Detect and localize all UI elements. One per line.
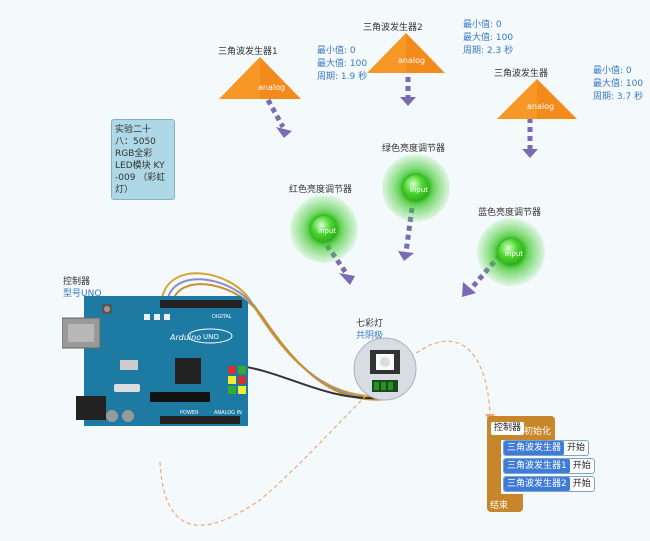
code-row-1-action: 开始 <box>567 443 586 453</box>
code-row-2-action: 开始 <box>572 461 591 471</box>
experiment-note: 实验二十 八：5050 RGB全彩 LED模块 KY -009 （彩虹 灯） <box>111 119 175 200</box>
code-row-3-tag: 三角波发生器2 <box>504 477 570 491</box>
rgb-module-subtitle: 共阴极 <box>356 331 384 341</box>
code-row-2-tag: 三角波发生器1 <box>504 459 570 473</box>
code-row-1-tag: 三角波发生器 <box>504 441 565 455</box>
arduino-board[interactable] <box>62 296 257 431</box>
init-controller-tag: 控制器 <box>491 422 525 435</box>
red-led-label: input <box>318 227 337 235</box>
board-digital: DIGITAL <box>212 314 232 320</box>
init-label: 初始化 <box>524 427 552 437</box>
generator3-max: 最大值: 100 <box>593 79 644 89</box>
generator1-period: 周期: 1.9 秒 <box>317 72 368 82</box>
end-label: 结束 <box>490 501 509 511</box>
red-led-core <box>311 216 337 242</box>
code-row-1[interactable]: 三角波发生器开始 <box>503 440 590 456</box>
generator1-triangle[interactable] <box>219 57 301 99</box>
generator1-max: 最大值: 100 <box>317 59 368 69</box>
green-led-core <box>403 175 429 201</box>
generator1-label: analog <box>258 83 286 92</box>
green-led[interactable] <box>382 154 450 222</box>
generator1-min: 最小值: 0 <box>317 46 356 56</box>
generator3-params: 最小值: 0 最大值: 100 周期: 3.7 秒 <box>593 65 643 104</box>
red-led-title: 红色亮度调节器 <box>289 185 353 195</box>
rgb-module-title: 七彩灯 <box>356 319 384 329</box>
controller-label: 控制器 <box>63 277 91 287</box>
generator3-period: 周期: 3.7 秒 <box>593 92 644 102</box>
blue-led-arrow <box>468 253 502 292</box>
board-model: UNO <box>203 333 219 341</box>
blue-led-title: 蓝色亮度调节器 <box>478 208 542 218</box>
green-led-arrow <box>403 207 415 253</box>
red-led[interactable] <box>290 195 358 263</box>
generator2-title: 三角波发生器2 <box>363 23 423 33</box>
generator2-period: 周期: 2.3 秒 <box>463 46 514 56</box>
generator3-label: analog <box>527 102 555 111</box>
generator3-triangle[interactable] <box>497 79 577 119</box>
green-led-title: 绿色亮度调节器 <box>382 144 446 154</box>
code-row-3-action: 开始 <box>572 479 591 489</box>
blue-led-core <box>498 239 524 265</box>
generator2-label: analog <box>398 56 426 65</box>
board-power: POWER <box>180 410 199 416</box>
generator2-min: 最小值: 0 <box>463 20 502 30</box>
generator3-title: 三角波发生器 <box>494 69 549 79</box>
board-analog: ANALOG IN <box>214 410 242 416</box>
generator2-params: 最小值: 0 最大值: 100 周期: 2.3 秒 <box>463 19 513 58</box>
generator2-max: 最大值: 100 <box>463 33 514 43</box>
generator1-params: 最小值: 0 最大值: 100 周期: 1.9 秒 <box>317 45 367 84</box>
generator2-triangle[interactable] <box>367 33 445 73</box>
green-led-label: input <box>410 186 429 194</box>
init-block-side <box>487 440 501 500</box>
blue-led[interactable] <box>477 218 545 286</box>
rgb-module[interactable] <box>352 336 418 402</box>
generator3-min: 最小值: 0 <box>593 66 632 76</box>
generator1-arrow <box>265 98 286 129</box>
controller-model: 型号UNO <box>63 289 102 299</box>
generator1-title: 三角波发生器1 <box>218 47 278 57</box>
board-brand: Arduino <box>170 333 202 342</box>
end-block[interactable] <box>487 494 523 512</box>
blue-led-label: input <box>505 250 524 258</box>
